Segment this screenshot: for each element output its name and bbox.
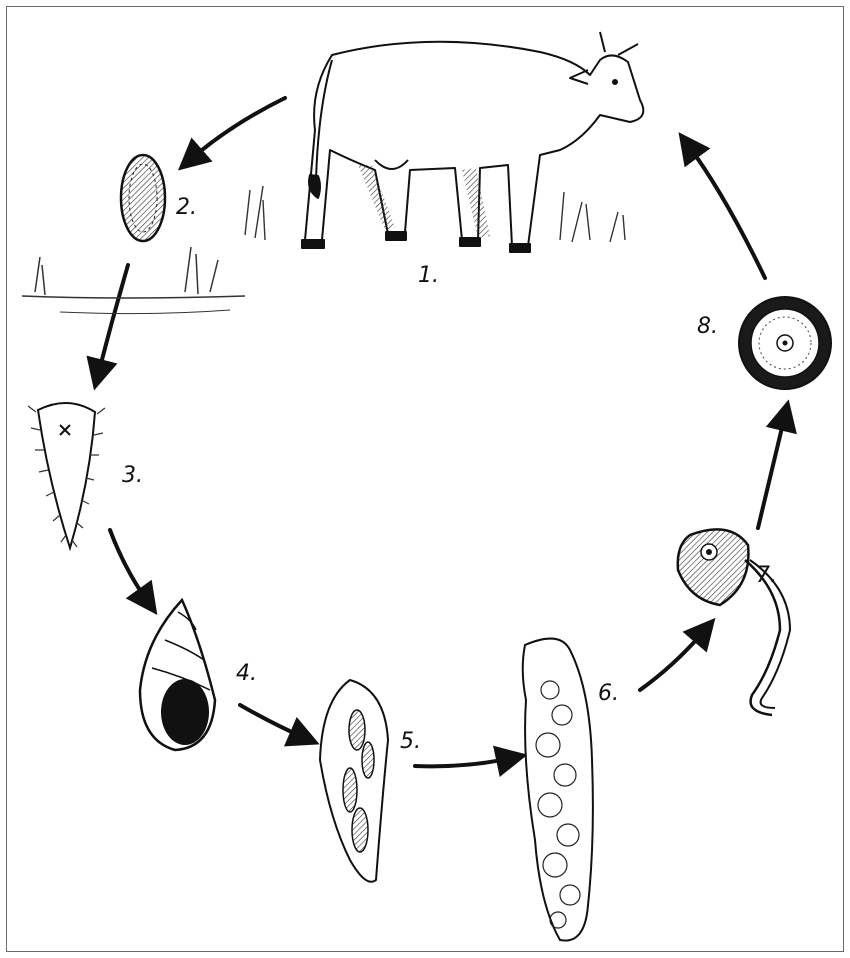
sporocyst-icon <box>320 680 388 882</box>
arrow-5-to-6 <box>415 758 512 766</box>
arrow-1-to-2 <box>190 98 285 160</box>
arrow-3-to-4 <box>110 530 148 602</box>
miracidium-icon <box>28 403 105 548</box>
stage-label-3: 3. <box>122 463 143 488</box>
arrow-2-to-3 <box>98 265 128 375</box>
arrow-7-to-8 <box>758 415 785 528</box>
stage-label-2: 2. <box>176 195 197 220</box>
stage-label-8: 8. <box>697 314 718 339</box>
arrow-8-to-1 <box>688 145 765 278</box>
stage-label-4: 4. <box>236 661 257 686</box>
snail-icon <box>140 600 215 750</box>
redia-icon <box>523 639 593 941</box>
arrow-6-to-7 <box>640 630 705 690</box>
stage-label-5: 5. <box>400 729 421 754</box>
egg-icon <box>121 155 165 241</box>
stage-label-1: 1. <box>418 263 439 288</box>
water-surface <box>22 247 245 314</box>
cercaria-icon <box>678 529 790 715</box>
stage-label-7: 7. <box>756 563 777 588</box>
stage-label-6: 6. <box>598 681 619 706</box>
metacercaria-icon <box>739 297 831 389</box>
cow-icon <box>245 32 643 252</box>
arrow-4-to-5 <box>240 705 305 738</box>
